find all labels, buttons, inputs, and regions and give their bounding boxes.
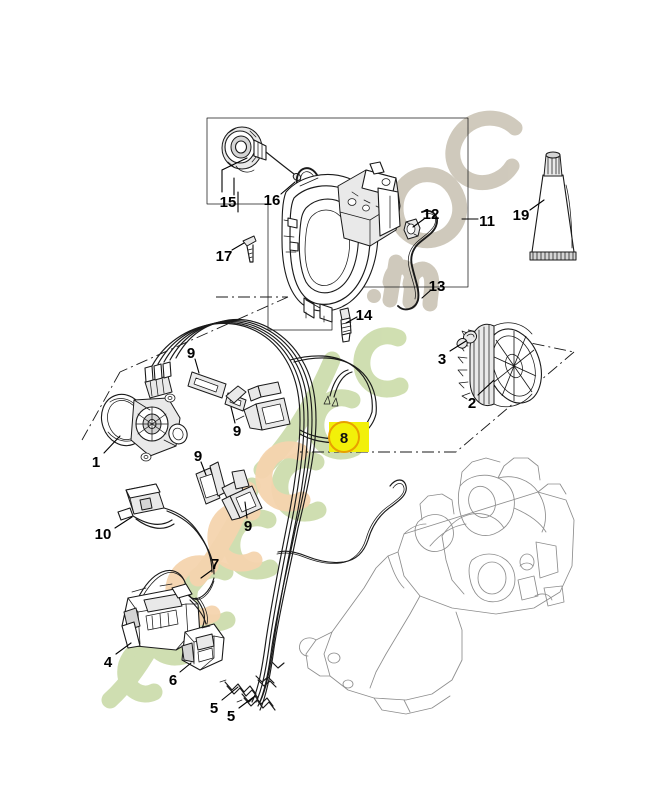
callout-1: 1	[92, 454, 100, 471]
part-19-grease-tube	[529, 151, 577, 261]
highlight-box	[329, 422, 369, 452]
callout-13: 13	[429, 278, 446, 295]
callout-7: 7	[211, 556, 219, 573]
group-box-top	[206, 117, 469, 331]
part-6-cap	[181, 623, 225, 671]
part-12-grommet	[403, 218, 421, 240]
callout-17: 17	[216, 248, 233, 265]
part-4-filter-housing	[121, 583, 207, 651]
callout-9a: 9	[187, 345, 195, 362]
leader-lines	[103, 157, 545, 709]
callout-16: 16	[264, 192, 281, 209]
callout-15: 15	[220, 194, 237, 211]
callout-9d: 9	[244, 518, 252, 535]
highlight-circle	[328, 421, 360, 453]
callout-12: 12	[423, 206, 440, 223]
callout-3: 3	[438, 351, 446, 368]
callout-6: 6	[169, 672, 177, 689]
part-13-hose	[397, 210, 438, 311]
highlight-callout-8[interactable]	[328, 421, 369, 453]
wiring-harness-main	[151, 318, 377, 711]
part-17-screw	[242, 235, 257, 263]
part-2-flywheel	[457, 322, 542, 408]
part-9-connectors	[187, 371, 291, 521]
callout-9c: 9	[194, 448, 202, 465]
callout-9b: 9	[233, 423, 241, 440]
callout-5b: 5	[227, 708, 235, 725]
callout-2: 2	[468, 395, 476, 412]
callout-11: 11	[479, 213, 495, 230]
part-5-terminals	[219, 661, 285, 711]
part-18-fuel-line	[276, 479, 407, 564]
part-15-fuel-cap	[221, 126, 302, 181]
callout-14: 14	[356, 307, 373, 324]
callout-4: 4	[104, 654, 113, 671]
callout-8[interactable]: 8	[340, 430, 348, 447]
callout-10: 10	[95, 526, 112, 543]
chassis-ghost-outline	[299, 457, 575, 715]
watermark-beige	[367, 110, 523, 312]
part-10-switch	[117, 483, 215, 575]
part-1-ignition-assembly	[100, 361, 188, 462]
callout-19: 19	[513, 207, 530, 224]
part-11-housing	[281, 161, 401, 323]
callout-5a: 5	[210, 700, 218, 717]
